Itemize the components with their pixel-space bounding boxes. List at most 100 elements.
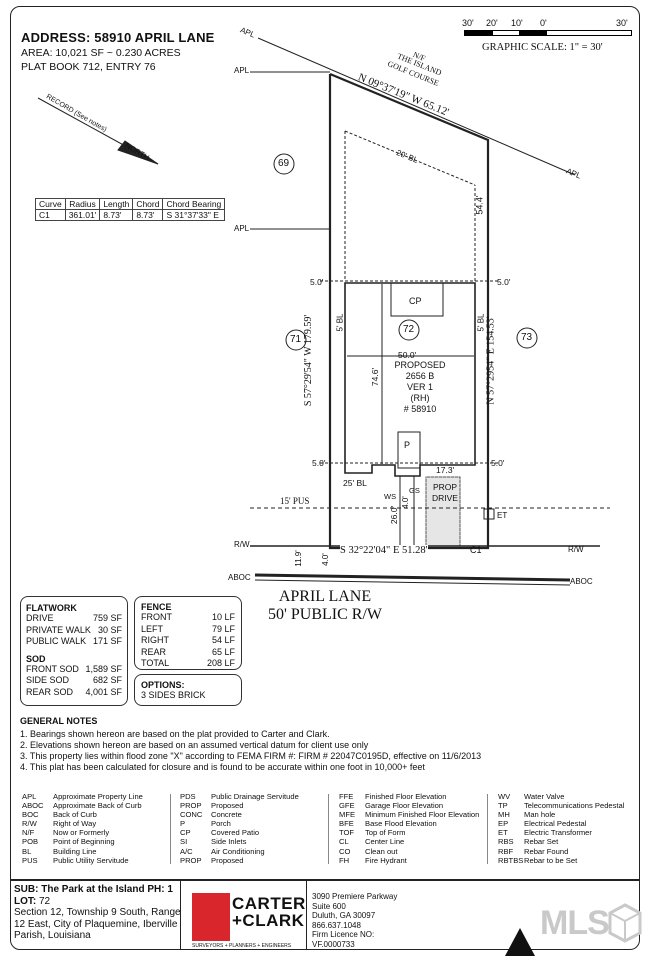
dim-4-a: 4.0' <box>400 496 410 509</box>
house-label: PROPOSED 2656 B VER 1 (RH) # 58910 <box>380 360 460 415</box>
plat-book-text: PLAT BOOK 712, ENTRY 76 <box>21 61 156 73</box>
curve-header: Radius <box>64 198 101 210</box>
logo-name: CARTER +CLARK <box>232 895 306 929</box>
footer-lot-info: SUB: The Park at the Island PH: 1 LOT: 7… <box>14 884 181 942</box>
bl5-left: 5' BL <box>335 313 345 332</box>
street-row: 50' PUBLIC R/W <box>268 606 382 623</box>
scale-caption: GRAPHIC SCALE: 1" = 30' <box>482 42 603 53</box>
lot-69: 69 <box>278 158 290 169</box>
firm-line: VF.0000733 <box>312 939 355 949</box>
firm-line: Duluth, GA 30097 <box>312 911 376 921</box>
scale-bar <box>464 30 632 36</box>
c1-label: C1 <box>470 545 482 555</box>
options-title: OPTIONS: <box>141 680 185 690</box>
scale-tick: 20' <box>486 18 498 28</box>
house-label-3: VER 1 <box>406 382 433 392</box>
curve-cell: 361.01' <box>64 209 101 221</box>
rw-label-1: R/W <box>234 540 250 549</box>
logo-red-block <box>192 893 230 941</box>
setback-5-b: 5.0' <box>497 277 511 287</box>
dim-11: 11.9' <box>293 550 303 567</box>
note-item: 3. This property lies within flood zone … <box>20 751 482 761</box>
logo-tagline: SURVEYORS + PLANNERS + ENGINEERS <box>192 943 292 949</box>
setback-5-d: 5.0' <box>491 458 505 468</box>
dim-17: 17.3' <box>436 465 455 475</box>
house-footprint <box>344 282 476 477</box>
cp-label: CP <box>409 296 422 306</box>
dim-54: 54.4' <box>474 195 485 215</box>
mls-cube-icon <box>608 903 642 943</box>
graphic-scale: 30' 20' 10' 0' 30' GRAPHIC SCALE: 1" = 3… <box>462 18 632 53</box>
setback-5-c: 5.0' <box>312 458 326 468</box>
note-item: 4. This plat has been calculated for clo… <box>20 762 425 772</box>
proposed-drive <box>425 476 461 547</box>
bl25-label: 25' BL <box>343 478 367 488</box>
subdivision: SUB: The Park at the Island PH: 1 <box>14 884 173 895</box>
house-label-4: (RH) <box>410 393 430 403</box>
address-title: ADDRESS: 58910 APRIL LANE <box>21 30 215 45</box>
note-item: 1. Bearings shown hereon are based on th… <box>20 729 330 739</box>
logo-line-1: CARTER <box>232 894 306 913</box>
curve-header: Chord <box>132 198 164 210</box>
fence-title: FENCE <box>141 602 172 612</box>
curve-table-row: C1 361.01' 8.73' 8.73' S 31°37'33" E <box>35 209 226 221</box>
general-notes: GENERAL NOTES 1. Bearings shown hereon a… <box>20 716 481 773</box>
firm-line: 866.637.1048 <box>312 920 361 930</box>
porch-label: P <box>404 440 411 450</box>
rw-label-2: R/W <box>568 545 584 554</box>
house-label-1: PROPOSED <box>394 360 446 370</box>
east-bearing: N 57°2954" E 154.53' <box>485 316 497 405</box>
house-label-5: # 58910 <box>403 404 437 414</box>
header-block: ADDRESS: 58910 APRIL LANE AREA: 10,021 S… <box>21 30 215 73</box>
flatwork-title: FLATWORK <box>26 603 77 613</box>
covered-patio <box>390 282 444 317</box>
curve-table-header: Curve Radius Length Chord Chord Bearing <box>35 198 226 210</box>
note-item: 2. Elevations shown hereon are based on … <box>20 740 369 750</box>
scale-tick: 10' <box>511 18 523 28</box>
house-label-2: 2656 B <box>405 371 435 381</box>
et-label: ET <box>497 511 508 520</box>
notes-title: GENERAL NOTES <box>20 716 98 726</box>
firm-line: Suite 600 <box>312 901 346 911</box>
plat-survey-sheet <box>10 6 640 950</box>
scale-tick: 30' <box>616 18 628 28</box>
curve-cell: S 31°37'33" E <box>162 209 226 221</box>
curve-header: Curve <box>35 198 66 210</box>
setback-5-a: 5.0' <box>310 277 324 287</box>
dim-4-b: 4.0' <box>320 553 330 566</box>
width-50: 50.0' <box>398 350 417 360</box>
section-line: Section 12, Township 9 South, Range <box>14 907 181 918</box>
firm-info: 3090 Premiere Parkway Suite 600 Duluth, … <box>312 892 397 950</box>
scale-tick: 30' <box>462 18 474 28</box>
aboc-label-1: ABOC <box>228 573 251 582</box>
drive-label-2: DRIVE <box>432 493 458 503</box>
pus-label: 15' PUS <box>280 496 310 506</box>
dim-26: 26.0' <box>389 505 400 525</box>
depth-74: 74.6' <box>370 367 381 387</box>
apl-label-2: APL <box>234 224 250 233</box>
curve-header: Chord Bearing <box>162 198 226 210</box>
ws-label: WS <box>384 492 397 501</box>
area-text: AREA: 10,021 SF ~ 0.230 ACRES <box>21 47 181 59</box>
scale-tick: 0' <box>540 18 547 28</box>
north-arrow-icon <box>505 928 535 956</box>
firm-line: Firm Licence NO: <box>312 930 375 940</box>
street-name: APRIL LANE <box>278 588 372 605</box>
options-box: OPTIONS: 3 SIDES BRICK <box>134 674 242 706</box>
aboc-label-2: ABOC <box>570 577 593 586</box>
curve-cell: 8.73' <box>99 209 134 221</box>
section-line: Parish, Louisiana <box>14 930 91 941</box>
gs-label: GS <box>409 486 420 495</box>
mls-watermark: MLS <box>540 904 610 942</box>
